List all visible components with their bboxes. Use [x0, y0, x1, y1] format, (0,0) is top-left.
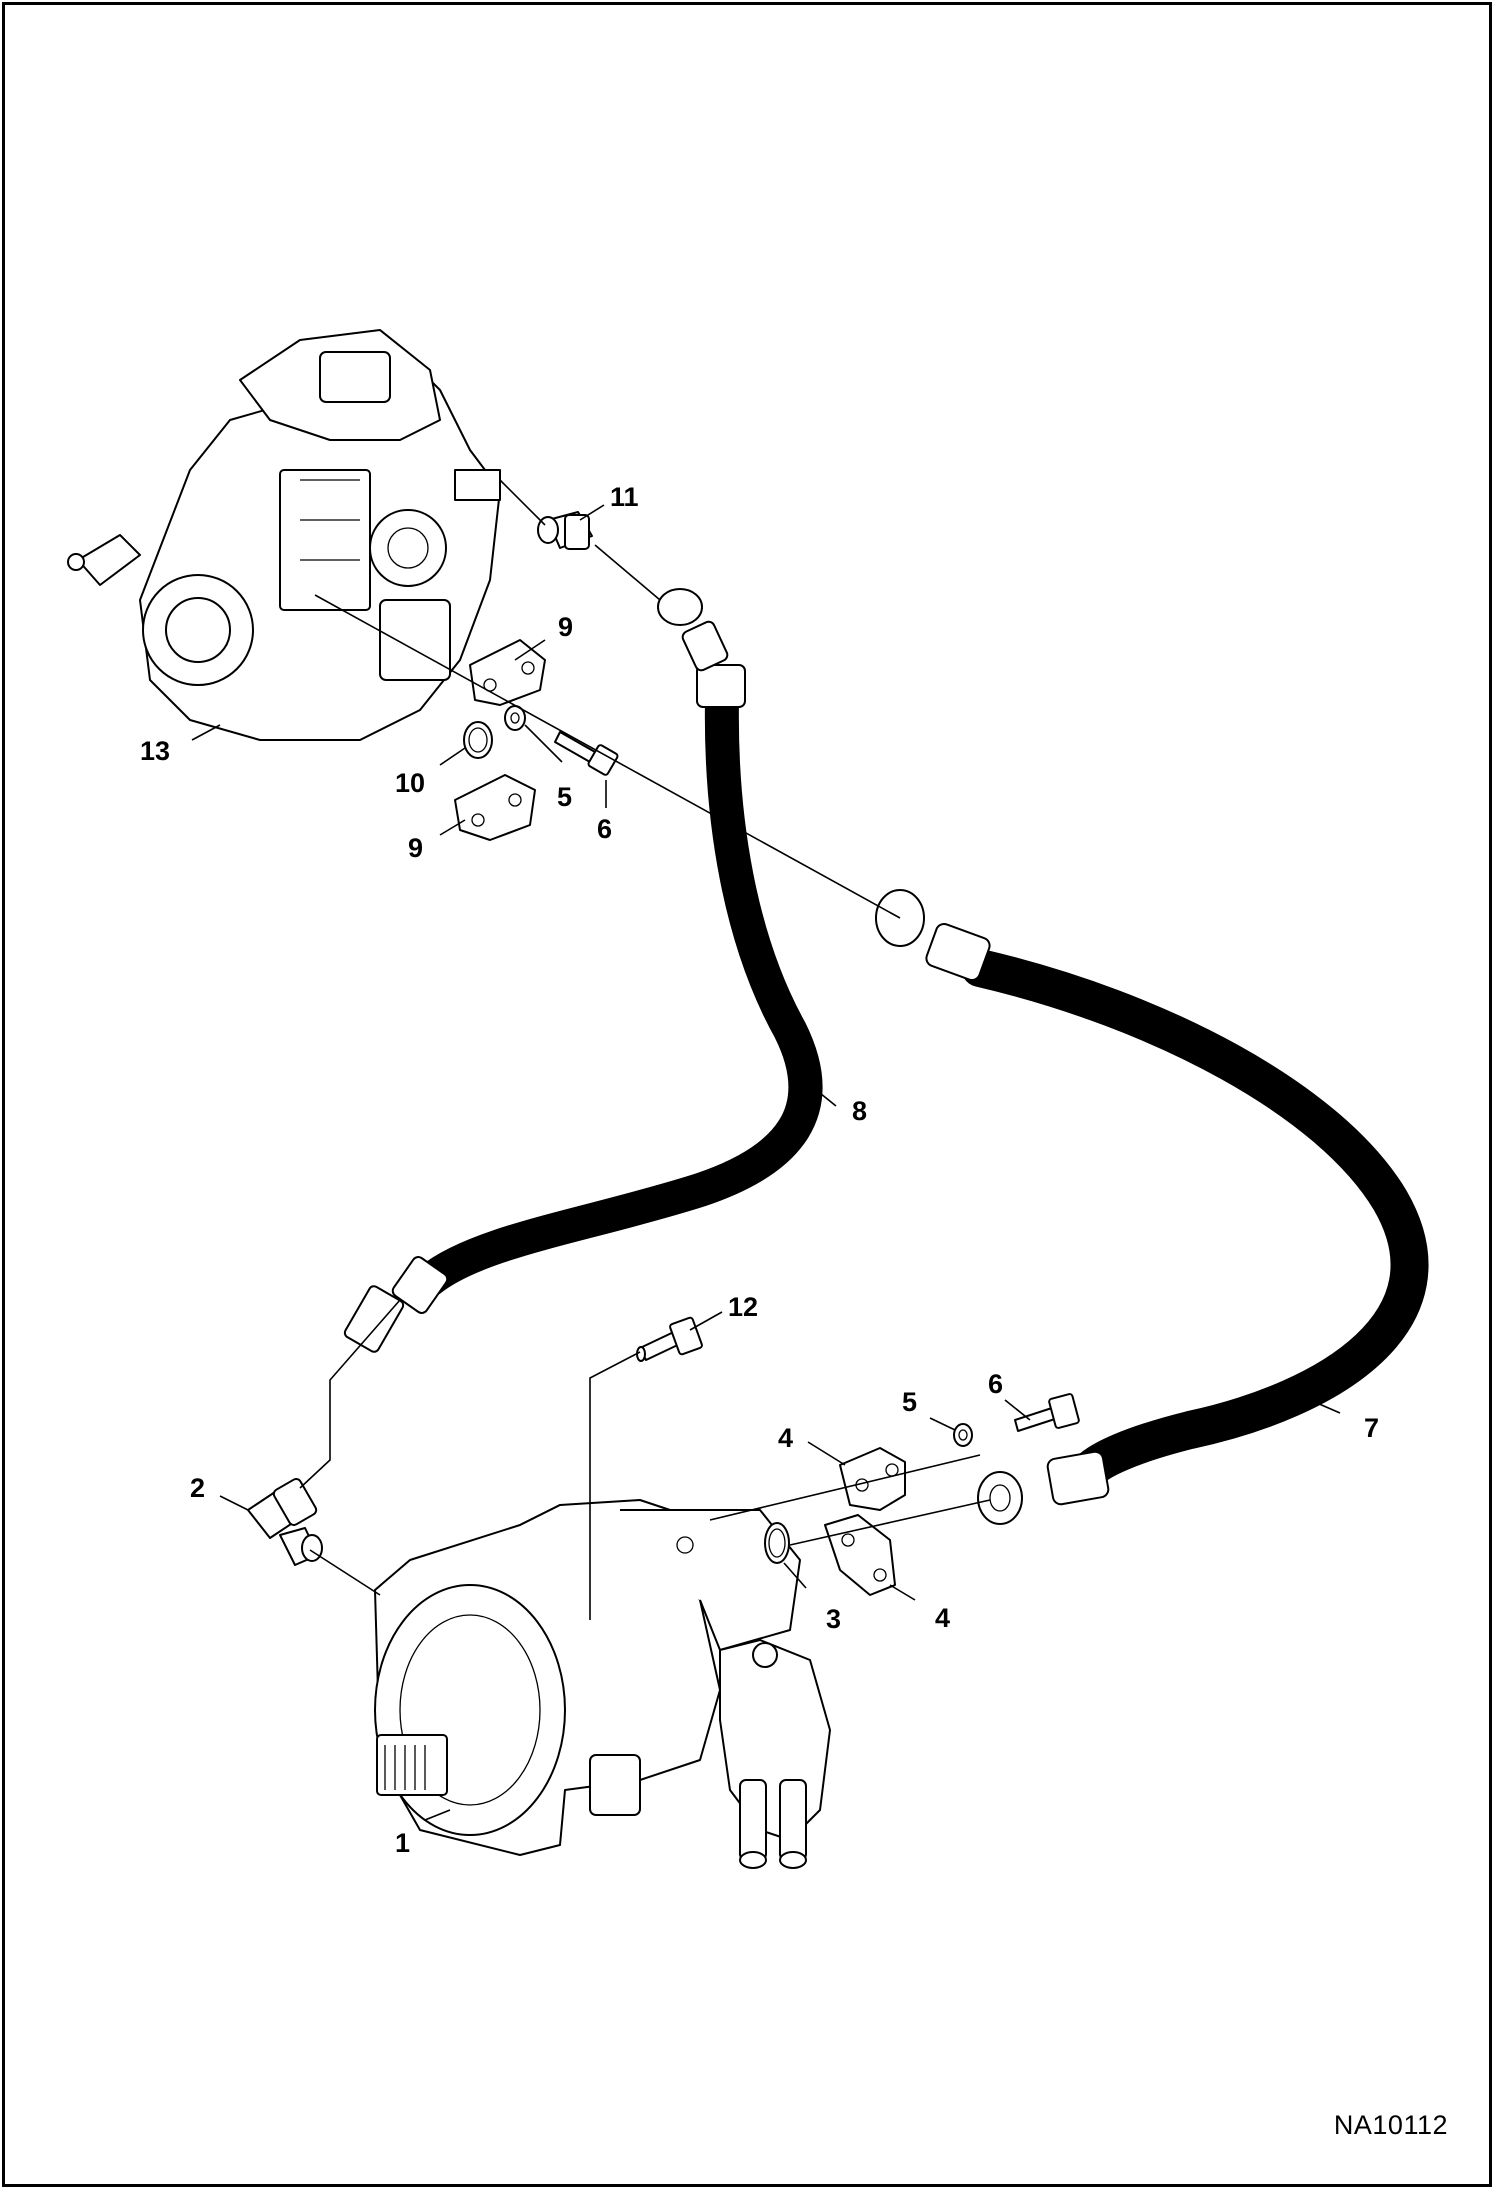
callout-4-lower: 4 [935, 1603, 950, 1633]
callout-11: 11 [610, 482, 639, 512]
callout-6-upper: 6 [597, 814, 612, 844]
figure-id: NA10112 [1333, 2110, 1448, 2140]
hose-8 [343, 588, 823, 1353]
callout-8: 8 [852, 1096, 867, 1126]
flange-half-4-upper [839, 1447, 906, 1511]
flange-half-9-upper [469, 639, 546, 706]
o-ring-10 [463, 721, 493, 759]
callouts: 1 2 3 4 4 5 5 6 6 7 8 9 9 10 11 12 13 [140, 482, 1379, 1858]
o-ring-3 [764, 1522, 790, 1564]
bolt-12 [636, 1316, 703, 1362]
callout-12: 12 [728, 1292, 758, 1322]
callout-9-lower: 9 [408, 833, 423, 863]
fitting-11 [537, 511, 593, 550]
callout-2: 2 [190, 1473, 205, 1503]
callout-9-upper: 9 [558, 612, 573, 642]
flange-half-4-lower [824, 1514, 896, 1596]
callout-4-upper: 4 [778, 1423, 793, 1453]
callout-13: 13 [140, 736, 170, 766]
callout-7: 7 [1364, 1413, 1379, 1443]
callout-5-upper: 5 [557, 782, 572, 812]
flange-half-9-lower [454, 774, 536, 841]
callout-3: 3 [826, 1604, 841, 1634]
callout-10: 10 [395, 768, 425, 798]
callout-1: 1 [395, 1828, 410, 1858]
motor-1 [374, 1499, 831, 1869]
pump-13 [67, 329, 501, 741]
callout-5-lower: 5 [902, 1387, 917, 1417]
assembly-lines [299, 479, 991, 1620]
callout-6-lower: 6 [988, 1369, 1003, 1399]
fitting-2 [247, 1478, 323, 1566]
washer-5-lower [953, 1423, 973, 1447]
bolt-6-upper [554, 731, 619, 776]
bolt-6-lower [1014, 1393, 1080, 1432]
